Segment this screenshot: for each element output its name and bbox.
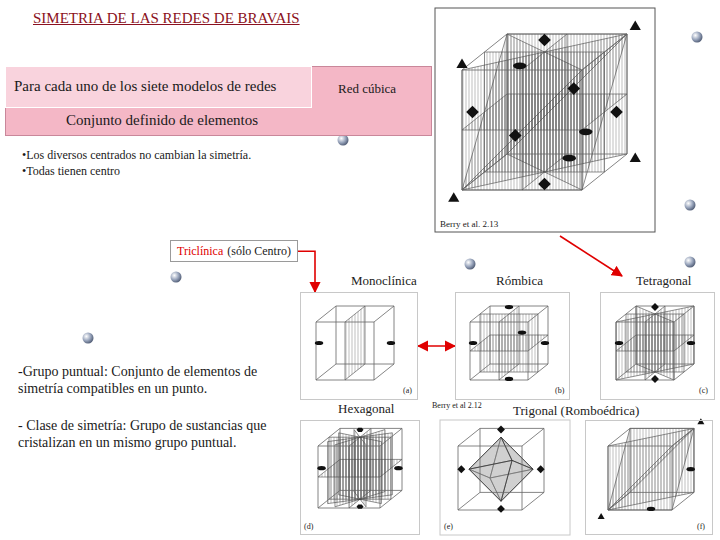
panel-letter: (f) — [697, 522, 705, 532]
bullet-sphere — [465, 259, 476, 270]
bullet-sphere — [685, 257, 696, 268]
panel-heading: Trigonal (Romboédrica) — [513, 404, 639, 419]
figure-frame — [435, 8, 655, 232]
panel-letter: (d) — [304, 522, 313, 532]
note-text: - Clase de simetría: Grupo de sustancias… — [18, 418, 280, 452]
box-text: Triclínica — [177, 244, 223, 258]
bullet-sphere — [83, 333, 94, 344]
intro-box: Para cada uno de los siete modelos de re… — [5, 66, 312, 108]
panel-letter: (b) — [555, 386, 564, 396]
figure-source: Berry et al 2.12 — [432, 401, 482, 411]
lattice-panel: Monoclínica — [300, 292, 418, 400]
panel-heading: Hexagonal — [338, 402, 394, 417]
lattice-panel: Tetragonal — [600, 292, 715, 400]
panel-heading: Rómbica — [496, 274, 543, 289]
crystal-sketch — [448, 21, 641, 202]
lattice-panel: Hexagonal — [300, 420, 420, 535]
triclinic-box: Triclínica (sólo Centro) — [170, 240, 298, 262]
panel-letter: (c) — [699, 386, 708, 396]
crystal-sketch — [315, 306, 395, 380]
figure-source: Berry et al. 2.13 — [440, 219, 498, 230]
box-text: Para cada uno de los siete modelos de re… — [14, 78, 276, 95]
lattice-panel: Trigonal (Romboédrica) — [585, 420, 713, 535]
bullet-sphere — [692, 32, 703, 43]
panel-heading: Monoclínica — [351, 274, 417, 289]
pointer-arrow — [298, 251, 315, 292]
pointer-arrow — [560, 236, 622, 276]
bullet-sphere — [338, 135, 349, 146]
slide-title: SIMETRIA DE LAS REDES DE BRAVAIS — [33, 9, 300, 27]
lattice-panel: Rómbica — [455, 292, 570, 400]
crystal-sketch — [457, 426, 544, 513]
crystal-sketch — [598, 418, 705, 519]
panel-letter: (a) — [403, 386, 412, 396]
crystal-sketch — [317, 428, 402, 509]
crystal-sketch — [615, 303, 695, 383]
figure-frame — [440, 420, 570, 535]
note-text: •Los diversos centrados no cambian la si… — [22, 148, 251, 162]
bullet-sphere — [685, 200, 696, 211]
panel-letter: (e) — [444, 522, 453, 532]
crystal-sketch — [469, 305, 549, 381]
note-text: •Todas tienen centro — [22, 164, 120, 178]
bullet-sphere — [171, 272, 182, 283]
note-text: -Grupo puntual: Conjunto de elementos de… — [18, 364, 290, 398]
definition-band: Red cúbicaConjunto definido de elementos… — [5, 66, 432, 136]
box-text: (sólo Centro) — [227, 244, 291, 258]
pointer-arrow — [418, 345, 455, 347]
panel-heading: Tetragonal — [636, 274, 691, 289]
box-text: Red cúbica — [338, 82, 396, 97]
box-text: Conjunto definido de elementos — [66, 112, 258, 129]
